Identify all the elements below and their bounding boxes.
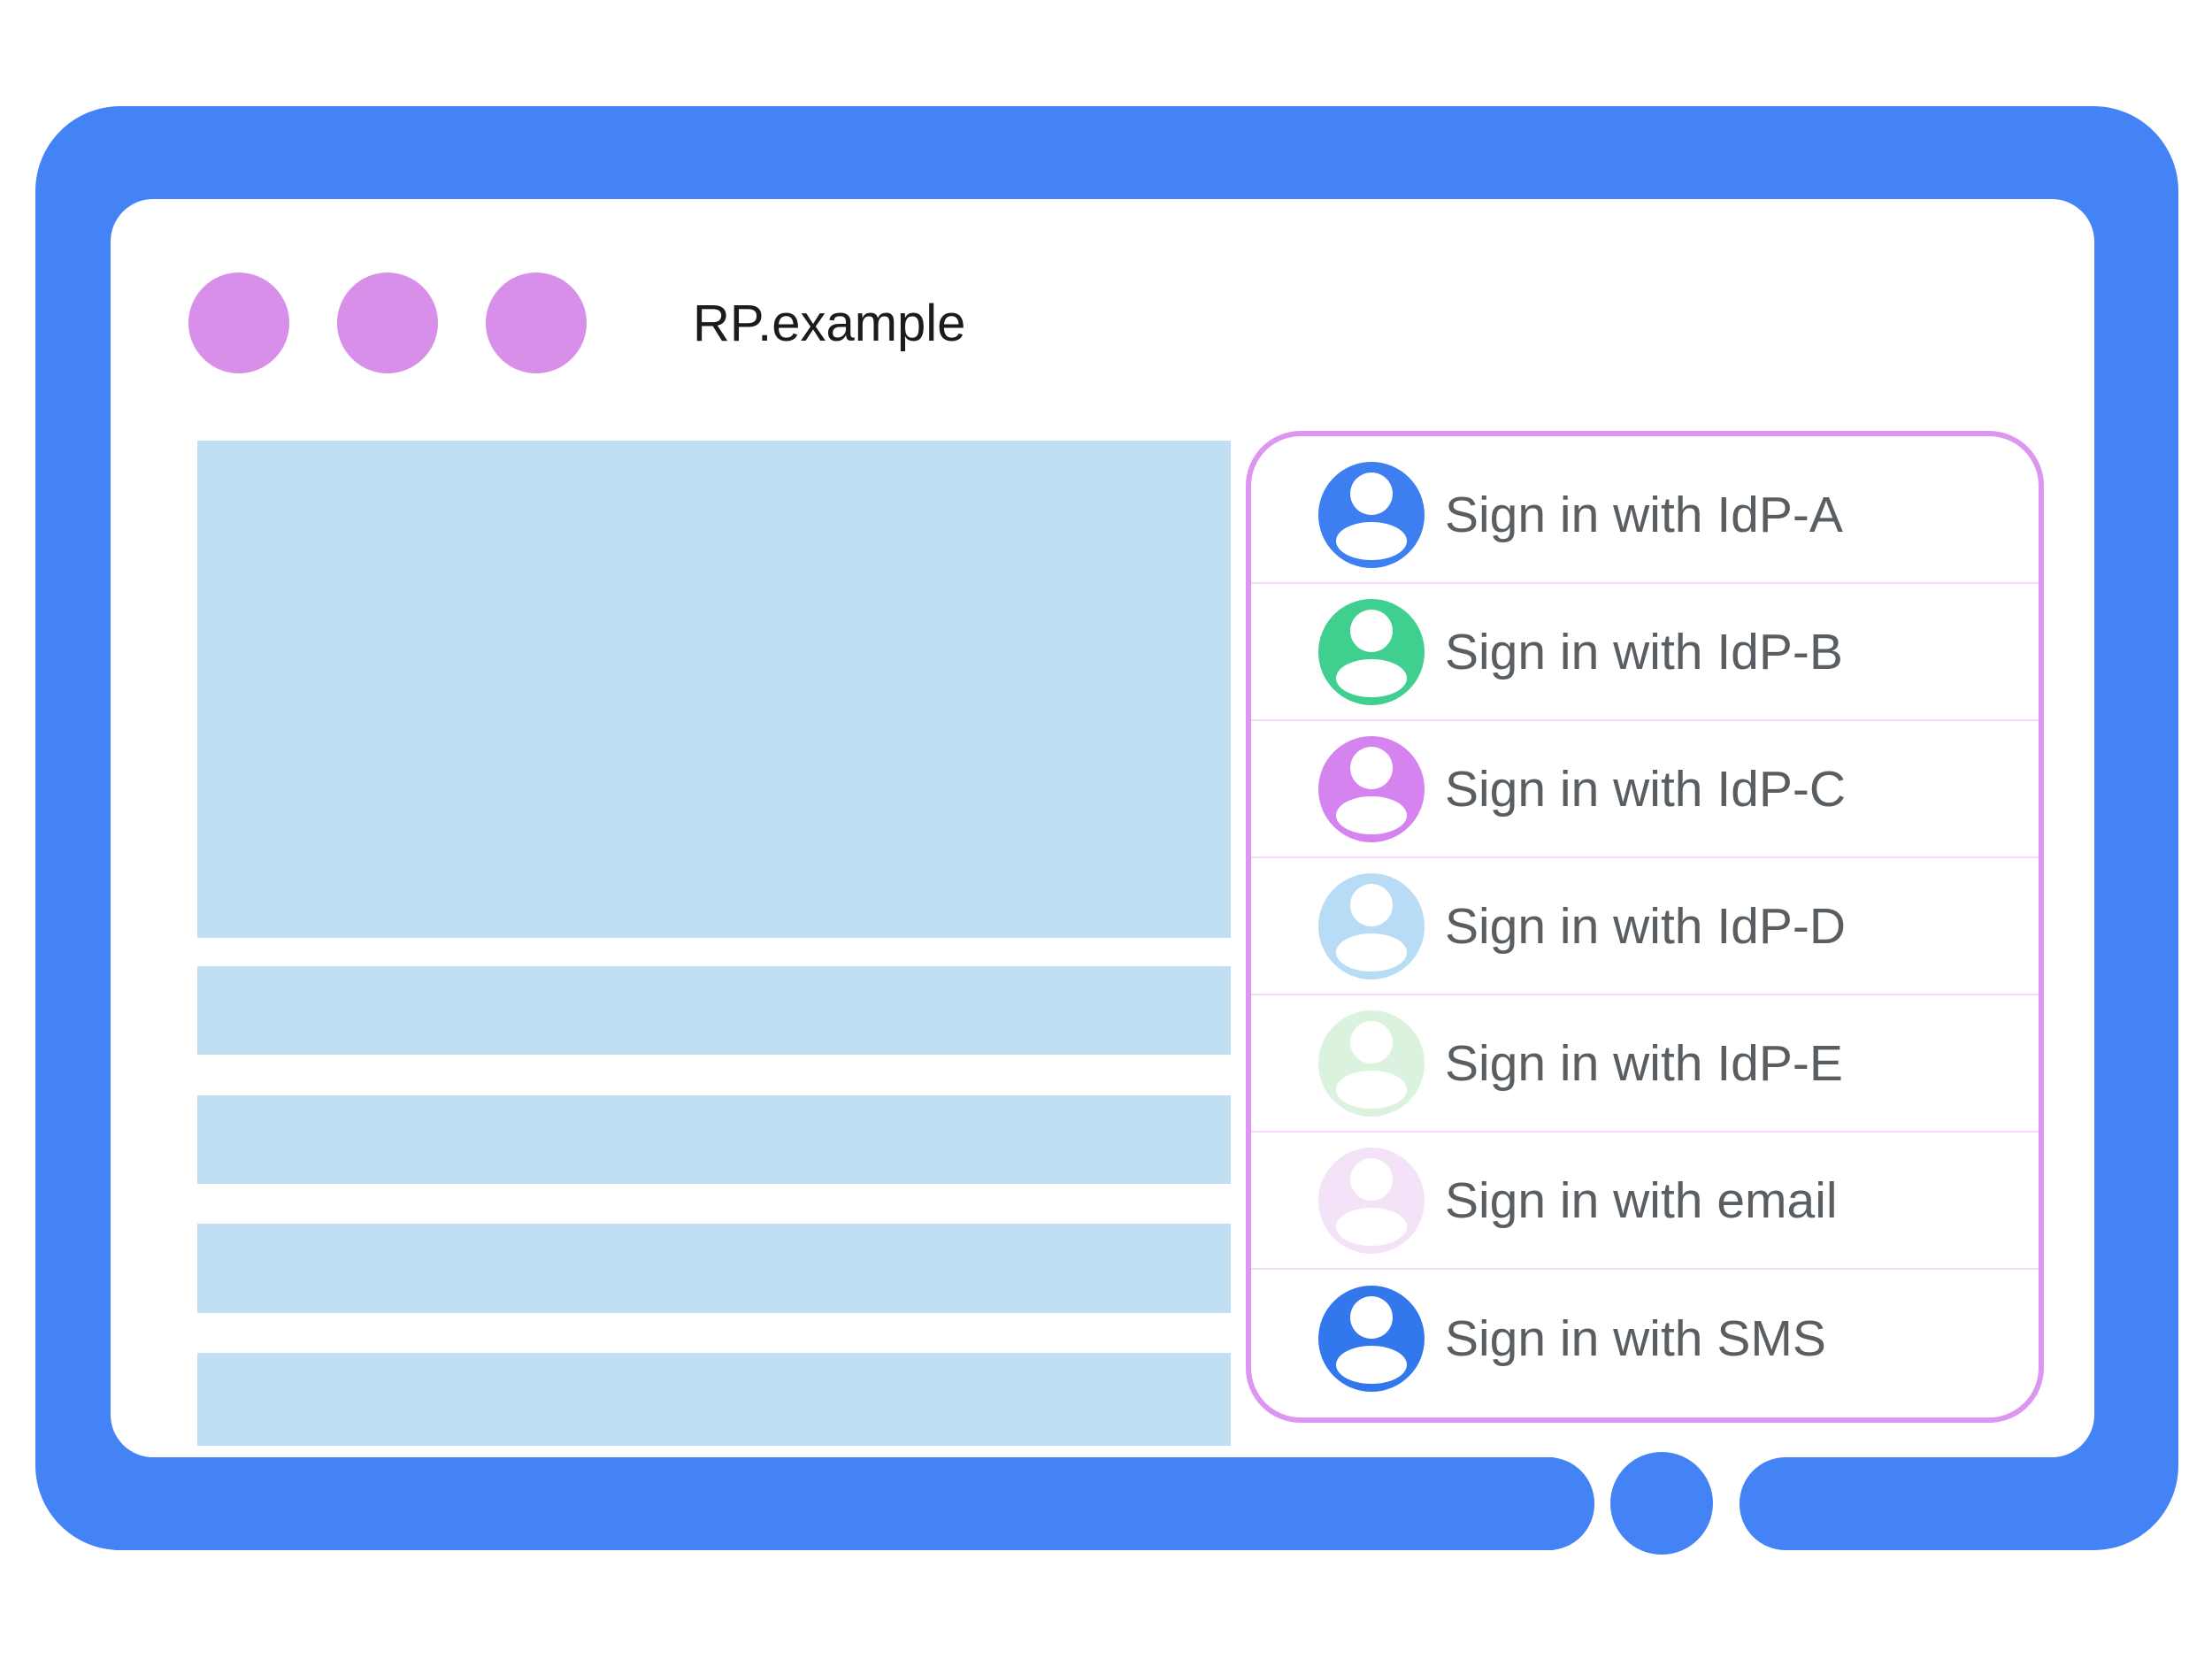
avatar-head — [1350, 472, 1393, 515]
avatar-shoulders — [1335, 795, 1408, 835]
avatar-head — [1350, 746, 1393, 789]
signin-option-label: Sign in with IdP-E — [1445, 1034, 1843, 1092]
avatar-shoulders — [1335, 1345, 1408, 1385]
home-button[interactable] — [1610, 1452, 1713, 1555]
avatar-shoulders — [1335, 1070, 1408, 1110]
account-avatar-icon — [1318, 1285, 1425, 1392]
account-avatar-icon — [1318, 1010, 1425, 1117]
bottom-band-left-cap — [1462, 1457, 1594, 1550]
signin-option-label: Sign in with SMS — [1445, 1310, 1826, 1367]
signin-panel: Sign in with IdP-A Sign in with IdP-B Si… — [1246, 431, 2044, 1423]
signin-option-label: Sign in with IdP-C — [1445, 760, 1847, 818]
signin-option-label: Sign in with IdP-B — [1445, 623, 1843, 680]
signin-option-idp-a[interactable]: Sign in with IdP-A — [1251, 447, 2039, 584]
avatar-head — [1350, 609, 1393, 652]
content-placeholder-bar — [197, 1224, 1231, 1313]
site-url-text: RP.example — [693, 294, 966, 352]
content-placeholder-bar — [197, 966, 1231, 1055]
bottom-band-right-cap — [1740, 1457, 1876, 1550]
avatar-shoulders — [1335, 658, 1408, 698]
signin-option-idp-b[interactable]: Sign in with IdP-B — [1251, 584, 2039, 721]
account-avatar-icon — [1318, 872, 1425, 979]
signin-option-label: Sign in with email — [1445, 1171, 1838, 1229]
avatar-head — [1350, 1020, 1393, 1064]
account-avatar-icon — [1318, 1147, 1425, 1254]
window-control-dot — [188, 273, 289, 373]
account-avatar-icon — [1318, 735, 1425, 842]
signin-option-idp-d[interactable]: Sign in with IdP-D — [1251, 858, 2039, 995]
signin-option-email[interactable]: Sign in with email — [1251, 1133, 2039, 1270]
signin-option-sms[interactable]: Sign in with SMS — [1251, 1270, 2039, 1407]
account-avatar-icon — [1318, 461, 1425, 568]
signin-option-idp-c[interactable]: Sign in with IdP-C — [1251, 721, 2039, 858]
content-placeholder-bar — [197, 1353, 1231, 1446]
window-control-dot — [486, 273, 587, 373]
window-control-dot — [337, 273, 438, 373]
signin-option-label: Sign in with IdP-A — [1445, 486, 1843, 543]
avatar-head — [1350, 883, 1393, 926]
avatar-head — [1350, 1157, 1393, 1201]
avatar-shoulders — [1335, 521, 1408, 561]
avatar-shoulders — [1335, 933, 1408, 972]
signin-option-label: Sign in with IdP-D — [1445, 897, 1847, 955]
avatar-shoulders — [1335, 1207, 1408, 1247]
signin-option-idp-e[interactable]: Sign in with IdP-E — [1251, 995, 2039, 1133]
browser-chrome-row: RP.example — [188, 273, 965, 373]
content-placeholder-bar — [197, 1095, 1231, 1184]
account-avatar-icon — [1318, 598, 1425, 705]
content-placeholder-hero — [197, 441, 1231, 938]
avatar-head — [1350, 1295, 1393, 1339]
